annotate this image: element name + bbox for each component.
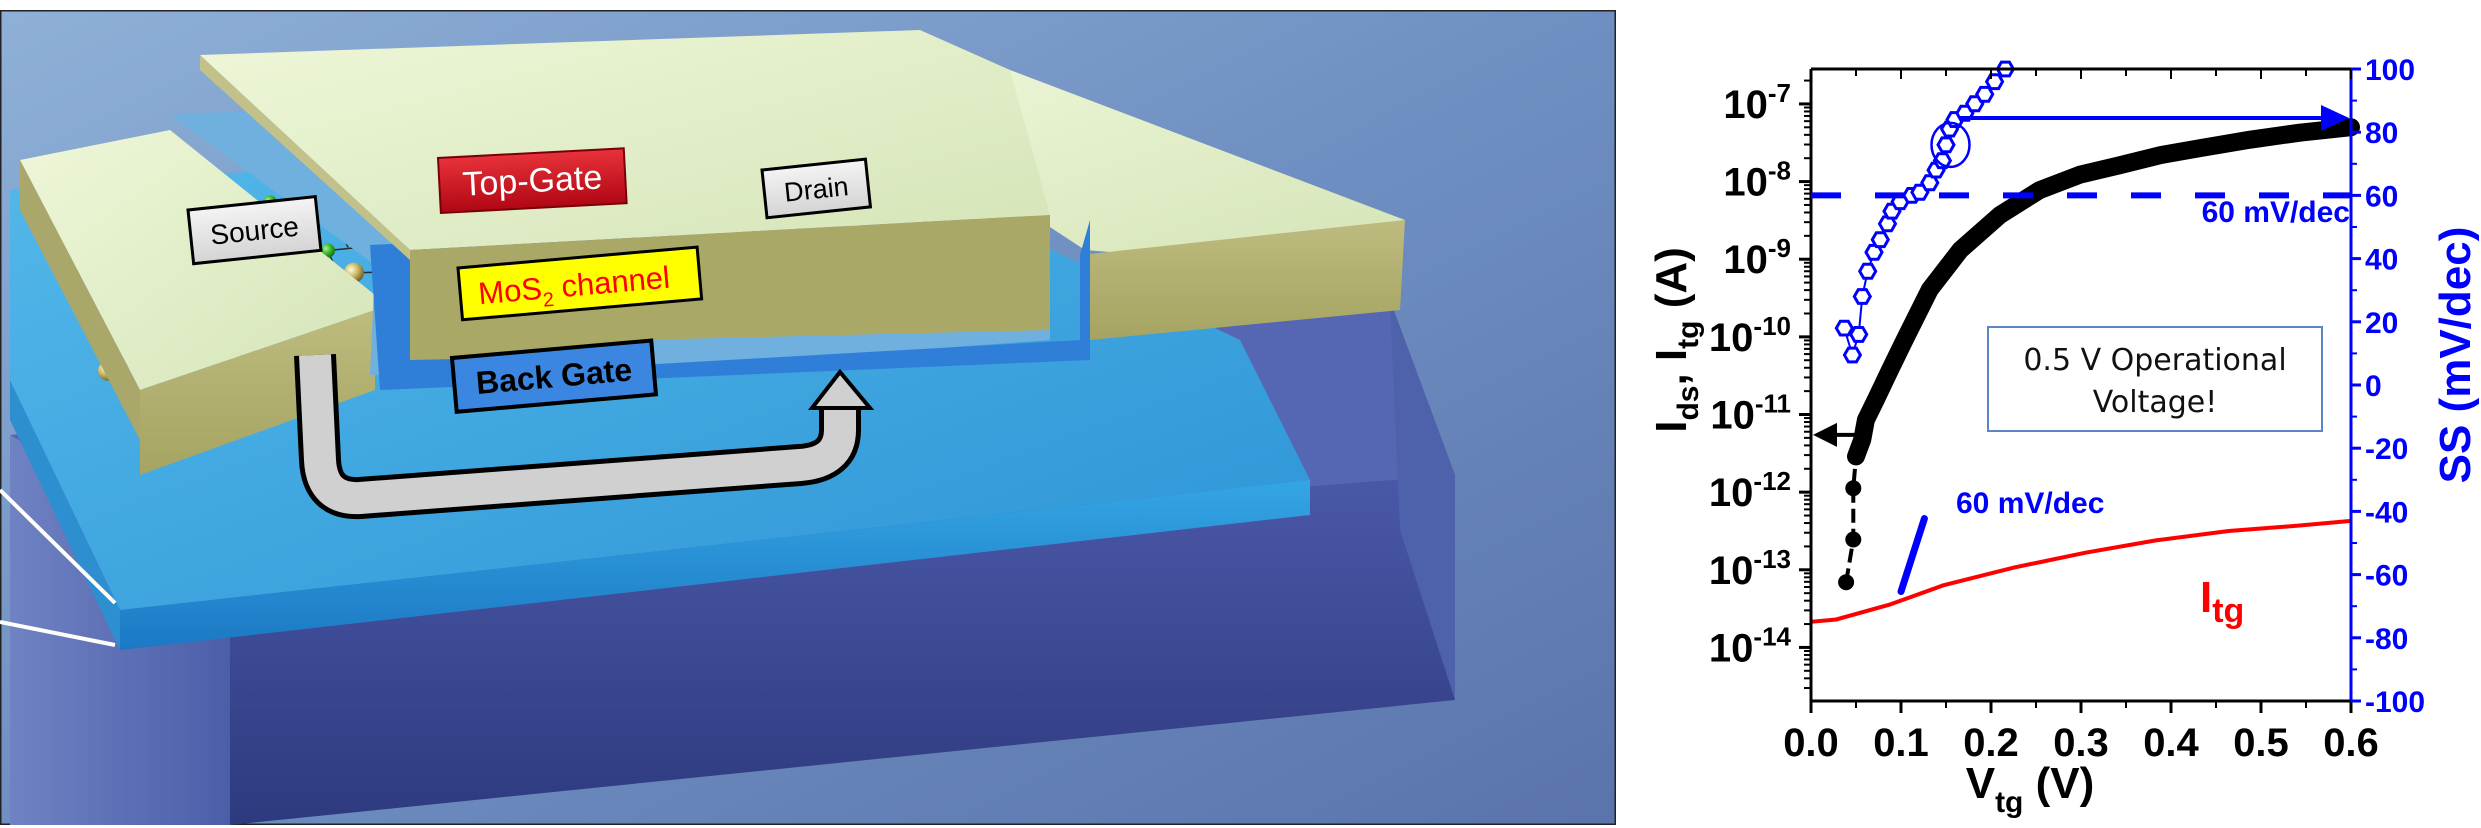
x-tick-label: 0.1	[1873, 721, 1929, 765]
annotations	[1811, 104, 2351, 596]
top-gate-label: Top-Gate	[436, 147, 628, 214]
mos2-channel-label: MoS2 channel	[456, 245, 704, 322]
inset-box: 0.5 V Operational Voltage!	[1987, 326, 2323, 432]
ids-point	[1857, 411, 1874, 428]
ids-dense-curve	[1847, 118, 2360, 466]
ids-point	[1838, 574, 1855, 591]
y-left-tick-label: 10-14	[1709, 621, 1792, 670]
reference-line-label: 60 mV/dec	[2202, 196, 2350, 229]
slope-marker-line	[1897, 515, 1928, 596]
y-right-tick-label: -20	[2365, 433, 2408, 466]
ss-point	[1857, 262, 1878, 280]
y-axis-right-title: SS (mV/dec)	[2431, 227, 2480, 484]
current-path-arrow	[294, 354, 875, 520]
y-right-tick-label: 20	[2365, 307, 2398, 340]
ids-point	[1845, 531, 1862, 548]
x-tick-label: 0.5	[2233, 721, 2289, 765]
series-ss	[1834, 60, 2016, 364]
back-gate-label: Back Gate	[449, 338, 659, 414]
y-right-tick-label: 100	[2365, 54, 2415, 87]
x-axis-title: Vtg (V)	[1966, 759, 2095, 819]
source-label: Source	[186, 194, 323, 266]
y-right-tick-label: 40	[2365, 244, 2398, 277]
drain-text: Drain	[783, 171, 850, 208]
y-right-tick-label: -60	[2365, 560, 2408, 593]
ss-point	[1834, 319, 1855, 337]
y-left-tick-label: 10-10	[1709, 311, 1791, 360]
itg-line	[1810, 518, 2352, 624]
y-left-tick-label: 10-13	[1709, 544, 1791, 593]
itg-curve-label: Itg	[2200, 573, 2244, 630]
y-left-tick-label: 10-11	[1710, 389, 1791, 438]
slope-marker-label: 60 mV/dec	[1956, 487, 2104, 520]
series-itg	[1810, 518, 2352, 624]
sulfur-atom	[321, 243, 335, 258]
y-right-tick-label: 0	[2365, 370, 2382, 403]
top-gate-text: Top-Gate	[462, 158, 604, 203]
y-left-tick-label: 10-8	[1723, 156, 1791, 205]
inset-line-1: 0.5 V Operational	[2023, 343, 2286, 378]
transfer-characteristic-chart: 0.0 0.1 0.2 0.3 0.4 0.5 0.6 10-7 10-8 10-9 10-10 10…	[1647, 54, 2480, 819]
device-illustration: Top-Gate Source Drain MoS2 channel Back …	[0, 10, 1616, 825]
axes: 0.0 0.1 0.2 0.3 0.4 0.5 0.6 10-7 10-8 10-9 10-10 10…	[1709, 54, 2425, 765]
channel-text-sub: 2	[542, 289, 555, 312]
y-right-tick-label: -100	[2365, 686, 2425, 719]
inset-line-2: Voltage!	[2093, 385, 2218, 420]
y-left-tick-label: 10-12	[1709, 466, 1791, 515]
ss-point	[1852, 288, 1873, 305]
svg-text:MoS2 channel: MoS2 channel	[477, 260, 672, 318]
series-ids	[1838, 118, 2360, 591]
y-right-tick-label: -40	[2365, 496, 2408, 529]
ss-point	[1842, 346, 1863, 364]
x-tick-label: 0.2	[1963, 721, 2019, 765]
y-right-tick-label: 80	[2365, 117, 2398, 150]
x-tick-label: 0.4	[2143, 721, 2199, 765]
y-right-tick-label: -80	[2365, 623, 2408, 656]
x-tick-label: 0.0	[1783, 721, 1839, 765]
ids-axis-arrowhead	[1813, 422, 1837, 447]
ss-point	[1936, 136, 1956, 154]
drain-label: Drain	[760, 157, 873, 220]
x-tick-label: 0.6	[2323, 721, 2379, 765]
y-left-tick-label: 10-9	[1723, 233, 1791, 282]
ids-point	[1848, 448, 1864, 465]
y-left-tick-label: 10-7	[1723, 78, 1791, 127]
y-right-tick-label: 60	[2365, 180, 2398, 213]
channel-text-main: MoS	[477, 271, 544, 311]
ss-axis-arrowhead	[2321, 104, 2349, 131]
ss-point	[1848, 326, 1869, 343]
ids-point	[1845, 480, 1862, 497]
ss-point	[1870, 231, 1891, 249]
x-tick-label: 0.3	[2053, 721, 2109, 765]
ss-highlight-circle	[1930, 121, 1971, 169]
y-axis-left-title: Ids, Itg (A)	[1647, 247, 1705, 433]
